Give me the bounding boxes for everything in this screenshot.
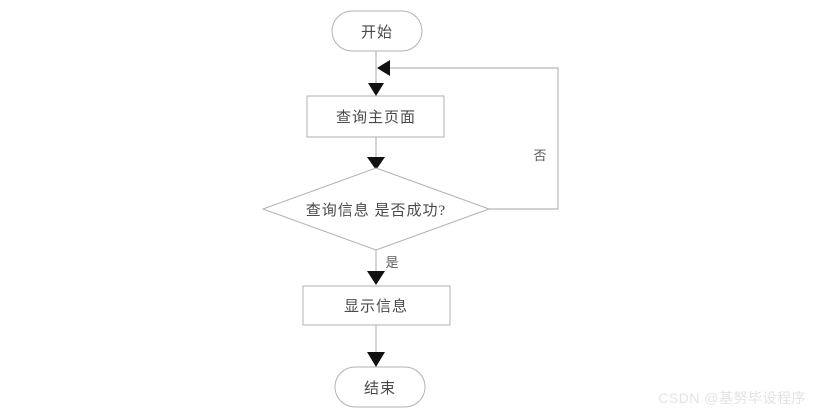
- node-query-main-page-label: 查询主页面: [336, 109, 416, 126]
- arrowhead-into-display: [367, 271, 385, 285]
- node-start-label: 开始: [361, 24, 393, 41]
- node-start[interactable]: 开始: [331, 10, 423, 52]
- csdn-watermark: CSDN @基努毕设程序: [658, 390, 806, 406]
- edge-label-yes: 是: [385, 255, 398, 270]
- arrowhead-into-query: [368, 83, 384, 96]
- connector-no-feedback-loop: [390, 67, 559, 210]
- node-display-info-shape: [302, 285, 451, 326]
- node-end[interactable]: 结束: [334, 366, 426, 408]
- arrowhead-feedback-into-junction: [377, 60, 390, 76]
- node-display-info[interactable]: 显示信息: [302, 285, 451, 326]
- arrowhead-into-decision: [367, 157, 385, 170]
- node-decision-shape: [261, 167, 491, 251]
- node-start-shape: [331, 10, 423, 52]
- node-decision-query-success[interactable]: 查询信息 是否成功?: [261, 167, 491, 251]
- node-query-main-page-shape: [306, 95, 445, 138]
- edge-label-no: 否: [533, 148, 546, 163]
- node-end-label: 结束: [364, 380, 396, 397]
- node-display-info-label: 显示信息: [344, 298, 408, 315]
- node-end-shape: [334, 366, 426, 408]
- node-decision-label: 查询信息 是否成功?: [306, 202, 446, 219]
- arrowhead-into-end: [367, 352, 385, 367]
- node-query-main-page[interactable]: 查询主页面: [306, 95, 445, 138]
